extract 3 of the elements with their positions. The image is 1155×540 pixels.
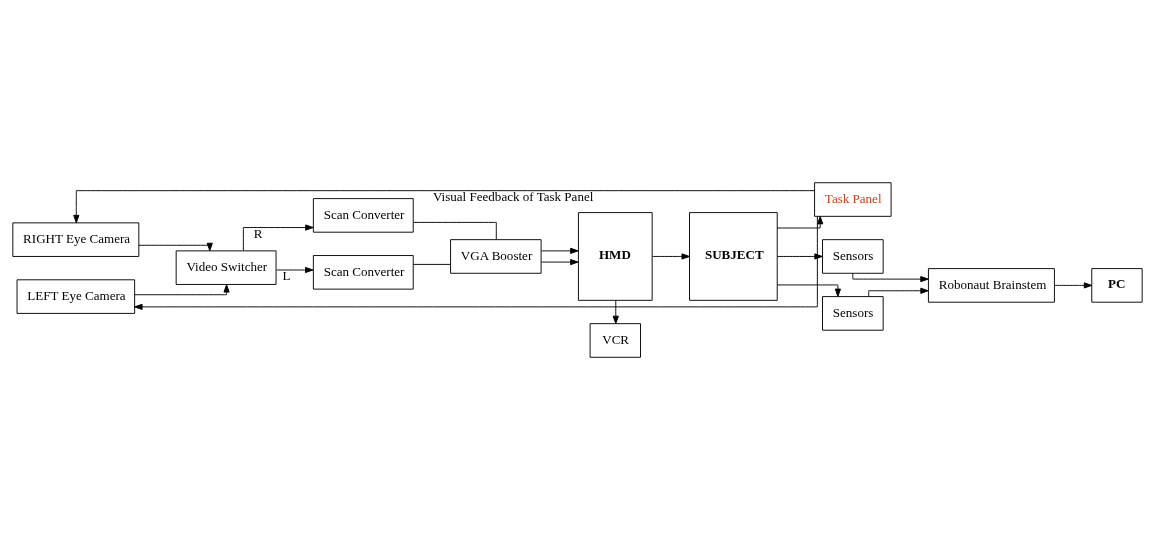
edge-label: R [253, 225, 263, 241]
edge-label: Visual Feedback of Task Panel [432, 189, 594, 205]
edge-label: L [282, 268, 291, 284]
